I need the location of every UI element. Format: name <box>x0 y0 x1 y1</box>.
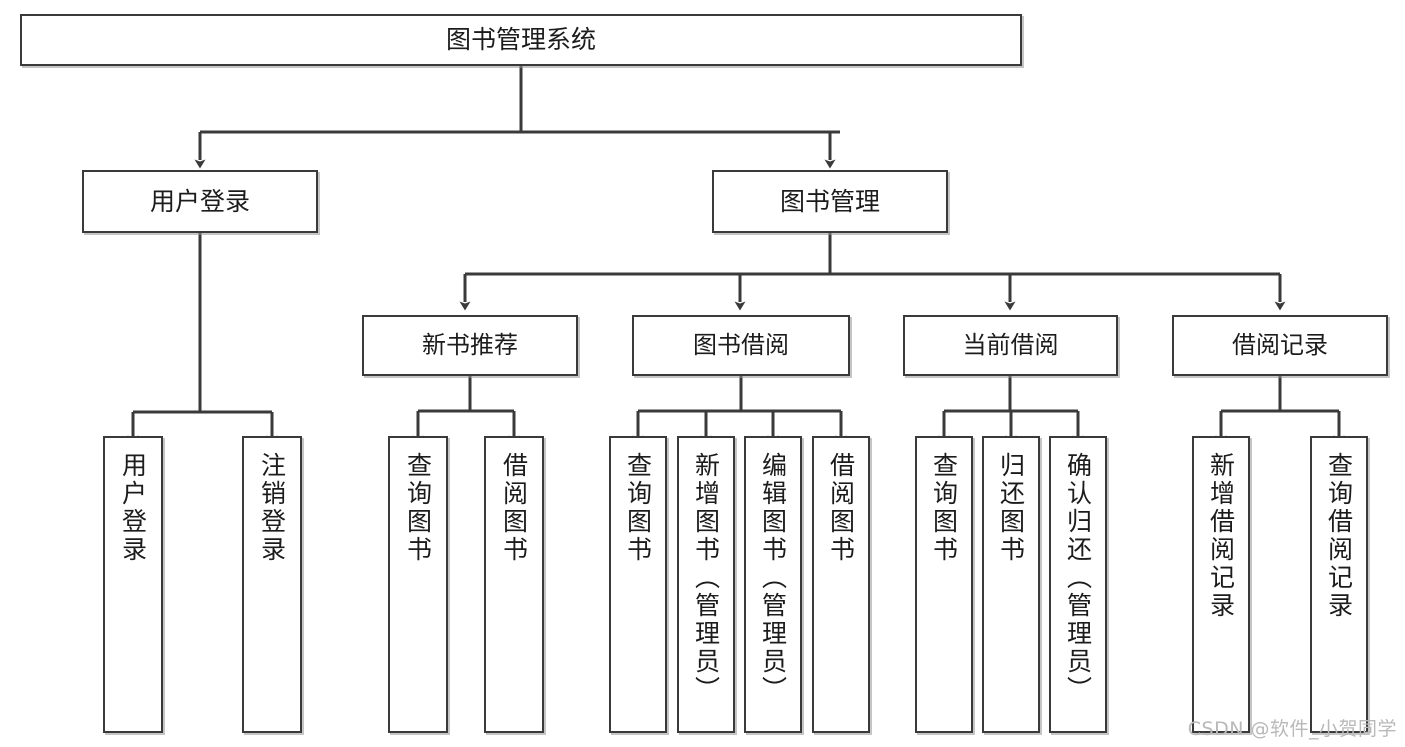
node-leaf-confirm-return[interactable]: 确认归还（管理员） <box>1049 436 1107 733</box>
csdn-watermark: CSDN @软件_小贺同学 <box>1187 718 1397 740</box>
node-leaf-query-book-recommend[interactable]: 查询图书 <box>388 436 448 733</box>
node-label: 确认归还（管理员） <box>1063 452 1093 704</box>
node-leaf-user-login[interactable]: 用户登录 <box>103 436 163 733</box>
node-leaf-add-book[interactable]: 新增图书（管理员） <box>677 436 735 733</box>
node-root-system[interactable]: 图书管理系统 <box>20 14 1022 66</box>
node-label: 借阅图书 <box>499 452 529 564</box>
node-label: 图书借阅 <box>693 331 789 360</box>
node-book-borrow[interactable]: 图书借阅 <box>632 315 850 376</box>
node-leaf-query-book-borrow[interactable]: 查询图书 <box>609 436 667 733</box>
node-leaf-add-borrow-record[interactable]: 新增借阅记录 <box>1192 436 1250 733</box>
node-label: 查询图书 <box>403 452 433 564</box>
node-borrow-record[interactable]: 借阅记录 <box>1172 315 1388 376</box>
node-label: 查询图书 <box>623 452 653 564</box>
node-leaf-borrow-book[interactable]: 借阅图书 <box>812 436 870 733</box>
node-label: 查询借阅记录 <box>1324 452 1354 620</box>
node-label: 新增图书（管理员） <box>691 452 721 704</box>
node-leaf-query-borrow-record[interactable]: 查询借阅记录 <box>1310 436 1368 733</box>
node-leaf-return-book[interactable]: 归还图书 <box>982 436 1040 733</box>
node-label: 编辑图书（管理员） <box>758 452 788 704</box>
node-label: 用户登录 <box>118 452 148 564</box>
node-label: 新增借阅记录 <box>1206 452 1236 620</box>
node-label: 借阅图书 <box>826 452 856 564</box>
node-label: 注销登录 <box>257 452 287 564</box>
node-label: 查询图书 <box>929 452 959 564</box>
node-label: 用户登录 <box>149 186 250 216</box>
node-leaf-edit-book[interactable]: 编辑图书（管理员） <box>744 436 802 733</box>
node-label: 归还图书 <box>996 452 1026 564</box>
node-user-login[interactable]: 用户登录 <box>82 170 318 233</box>
node-book-manage[interactable]: 图书管理 <box>712 170 948 233</box>
node-label: 借阅记录 <box>1232 331 1328 360</box>
node-new-book-recommend[interactable]: 新书推荐 <box>362 315 578 376</box>
node-leaf-borrow-book-recommend[interactable]: 借阅图书 <box>484 436 544 733</box>
node-leaf-logout[interactable]: 注销登录 <box>242 436 302 733</box>
node-label: 新书推荐 <box>422 331 518 360</box>
node-current-borrow[interactable]: 当前借阅 <box>903 315 1118 376</box>
node-label: 当前借阅 <box>962 331 1059 360</box>
node-leaf-query-book-current[interactable]: 查询图书 <box>915 436 973 733</box>
node-label: 图书管理 <box>779 186 880 216</box>
node-label: 图书管理系统 <box>445 25 596 54</box>
